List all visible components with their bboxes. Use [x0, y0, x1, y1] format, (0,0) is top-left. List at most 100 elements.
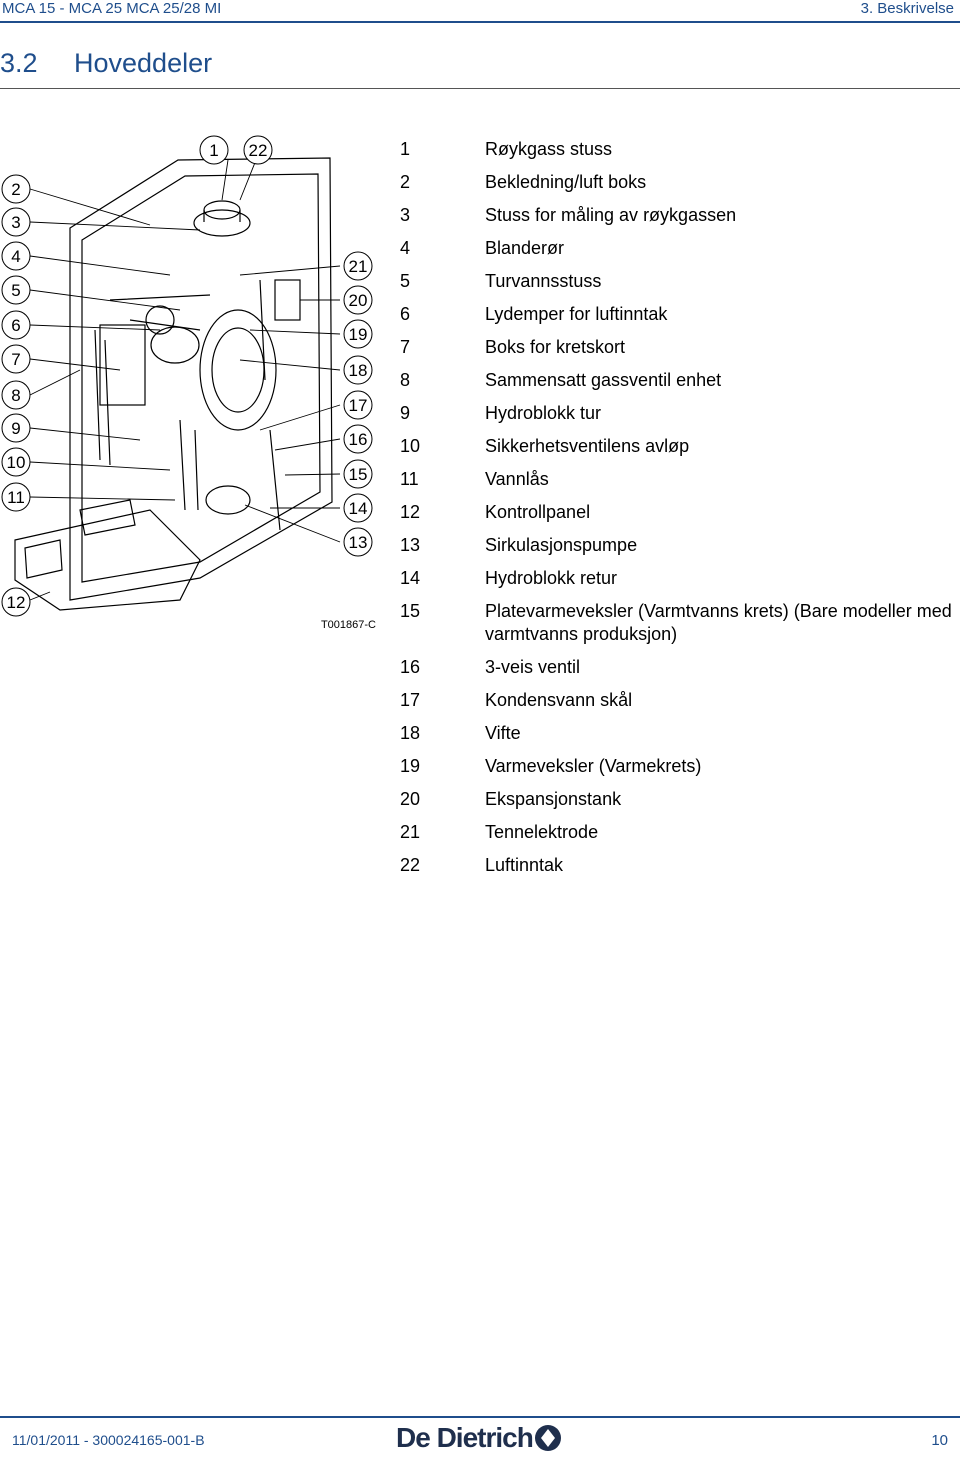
callout-14: 14	[343, 493, 373, 523]
svg-text:10: 10	[7, 453, 26, 472]
legend-item: 4 Blanderør	[400, 237, 955, 260]
callout-1: 1	[199, 135, 229, 165]
section-title: Hoveddeler	[74, 48, 213, 78]
legend-item-number: 18	[400, 723, 421, 743]
brand-logo: De Dietrich	[396, 1418, 566, 1458]
legend-item-number: 14	[400, 568, 421, 588]
legend-item: 12 Kontrollpanel	[400, 501, 955, 524]
section-number: 3.2	[0, 48, 38, 78]
legend-item-label: Blanderør	[485, 238, 565, 258]
fan-body	[150, 326, 200, 364]
legend-item: 17 Kondensvann skål	[400, 689, 955, 712]
legend-item-label: Varmeveksler (Varmekrets)	[485, 756, 702, 776]
svg-text:15: 15	[349, 465, 368, 484]
callout-7: 7	[1, 344, 31, 374]
legend-item-label: Sammensatt gassventil enhet	[485, 370, 722, 390]
legend-item-number: 5	[400, 271, 411, 291]
footer-divider	[0, 1416, 960, 1418]
svg-text:7: 7	[11, 350, 20, 369]
svg-text:9: 9	[11, 419, 20, 438]
heat-exchanger-body	[199, 309, 277, 431]
legend-item: 13 Sirkulasjonspumpe	[400, 534, 955, 557]
header-divider	[0, 21, 960, 23]
document-header-title: MCA 15 - MCA 25 MCA 25/28 MI	[2, 0, 222, 17]
control-panel	[14, 509, 201, 611]
legend-item-number: 3	[400, 205, 411, 225]
legend-item-label: Bekledning/luft boks	[485, 172, 647, 192]
svg-text:1: 1	[209, 141, 218, 160]
legend-item-number: 8	[400, 370, 411, 390]
legend-item: 20 Ekspansjonstank	[400, 788, 955, 811]
callout-22: 22	[243, 135, 273, 165]
legend-item: 19 Varmeveksler (Varmekrets)	[400, 755, 955, 778]
svg-text:21: 21	[349, 257, 368, 276]
svg-text:14: 14	[349, 499, 368, 518]
legend-item-label: Ekspansjonstank	[485, 789, 622, 809]
legend-item: 8 Sammensatt gassventil enhet	[400, 369, 955, 392]
callout-20: 20	[343, 285, 373, 315]
svg-text:19: 19	[349, 325, 368, 344]
callout-8: 8	[1, 380, 31, 410]
pump-body	[205, 485, 251, 515]
legend-item-number: 21	[400, 822, 421, 842]
svg-text:8: 8	[11, 386, 20, 405]
legend-item-label: Kondensvann skål	[485, 690, 633, 710]
legend-item-label: Kontrollpanel	[485, 502, 591, 522]
legend-item-number: 17	[400, 690, 421, 710]
document-header-chapter: 3. Beskrivelse	[860, 0, 954, 17]
svg-text:12: 12	[7, 593, 26, 612]
flue-outer	[193, 209, 251, 237]
legend-item-number: 4	[400, 238, 411, 258]
legend-item-number: 13	[400, 535, 421, 555]
svg-text:4: 4	[11, 247, 20, 266]
callout-3: 3	[1, 207, 31, 237]
legend-item-number: 19	[400, 756, 421, 776]
legend-item: 21 Tennelektrode	[400, 821, 955, 844]
callout-10: 10	[1, 447, 31, 477]
legend-item-label: Sirkulasjonspumpe	[485, 535, 638, 555]
boiler-exploded-diagram: 1 22 2 3 4 5 6 7 8 9 10 11 12 21 20 19 1…	[1, 135, 376, 631]
callout-5: 5	[1, 275, 31, 305]
svg-text:5: 5	[11, 281, 20, 300]
legend-item-label: Hydroblokk retur	[485, 568, 618, 588]
section-divider	[0, 88, 960, 89]
legend-item-number: 11	[400, 469, 419, 489]
legend-item-number: 12	[400, 502, 421, 522]
legend-item-number: 20	[400, 789, 421, 809]
callout-4: 4	[1, 241, 31, 271]
callout-15: 15	[343, 459, 373, 489]
callout-12: 12	[1, 587, 31, 617]
legend-item-number: 16	[400, 657, 421, 677]
callout-17: 17	[343, 390, 373, 420]
svg-text:2: 2	[11, 180, 20, 199]
brand-name: De Dietrich	[396, 1422, 534, 1453]
legend-item-number: 1	[400, 139, 411, 159]
legend-item-label: Tennelektrode	[485, 822, 599, 842]
svg-text:6: 6	[11, 316, 20, 335]
casing-outline	[69, 157, 333, 601]
svg-text:11: 11	[7, 488, 25, 507]
svg-text:16: 16	[349, 430, 368, 449]
legend-item-number: 7	[400, 337, 411, 357]
legend-item: 1 Røykgass stuss	[400, 138, 955, 161]
legend-item-number: 10	[400, 436, 421, 456]
legend-item-label: Hydroblokk tur	[485, 403, 602, 423]
section-heading: 3.2 Hoveddeler	[0, 48, 212, 79]
callout-11: 11	[1, 482, 31, 512]
callout-13: 13	[343, 527, 373, 557]
legend-item-label: Røykgass stuss	[485, 139, 613, 159]
svg-text:20: 20	[349, 291, 368, 310]
legend-item-number: 22	[400, 855, 421, 875]
svg-text:13: 13	[349, 533, 368, 552]
svg-text:18: 18	[349, 361, 368, 380]
callout-6: 6	[1, 310, 31, 340]
